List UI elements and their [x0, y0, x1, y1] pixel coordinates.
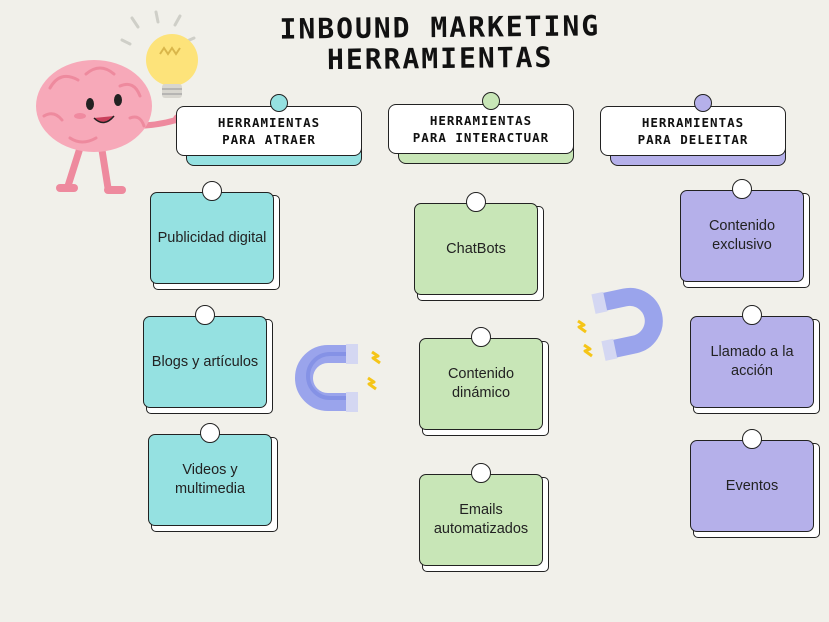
header-line-1: HERRAMIENTAS — [217, 115, 321, 130]
note-label: Publicidad digital — [157, 229, 267, 246]
note-eventos: Eventos — [690, 429, 820, 538]
header-interactuar: HERRAMIENTAS PARA INTERACTUAR — [388, 92, 574, 164]
magnet-icon — [295, 344, 381, 412]
note-label: Emails automatizados — [433, 502, 529, 537]
title-line-1: INBOUND MARKETING — [279, 9, 601, 46]
note-llamado-accion: Llamado a la acción — [690, 305, 820, 414]
header-line-1: HERRAMIENTAS — [641, 115, 745, 130]
magnet-icon — [577, 287, 663, 361]
note-label: ChatBots — [446, 240, 506, 257]
pin-icon — [471, 463, 491, 483]
pin-icon — [471, 327, 491, 347]
header-card: HERRAMIENTAS PARA ATRAER — [176, 106, 362, 156]
note-chatbots: ChatBots — [414, 192, 544, 301]
header-deleitar: HERRAMIENTAS PARA DELEITAR — [600, 94, 786, 166]
header-atraer: HERRAMIENTAS PARA ATRAER — [176, 94, 362, 166]
note-blogs-articulos: Blogs y artículos — [143, 305, 273, 414]
pin-icon — [202, 181, 222, 201]
header-line-2: PARA INTERACTUAR — [412, 130, 550, 145]
pin-icon — [200, 423, 220, 443]
note-publicidad-digital: Publicidad digital — [150, 181, 280, 290]
header-dot — [482, 92, 500, 110]
note-label: Videos y multimedia — [174, 462, 246, 497]
header-dot — [694, 94, 712, 112]
note-label: Llamado a la acción — [710, 344, 794, 379]
note-contenido-dinamico: Contenido dinámico — [419, 327, 549, 436]
note-contenido-exclusivo: Contenido exclusivo — [680, 179, 810, 288]
title-line-2: HERRAMIENTAS — [326, 40, 554, 77]
brain-mascot-icon — [36, 10, 198, 194]
note-label: Blogs y artículos — [151, 353, 259, 370]
header-card: HERRAMIENTAS PARA DELEITAR — [600, 106, 786, 156]
header-card: HERRAMIENTAS PARA INTERACTUAR — [388, 104, 574, 154]
note-label: Eventos — [725, 477, 779, 494]
pin-icon — [195, 305, 215, 325]
header-line-1: HERRAMIENTAS — [429, 113, 533, 128]
page-title: INBOUND MARKETING HERRAMIENTAS — [250, 9, 631, 77]
header-line-2: PARA DELEITAR — [637, 132, 749, 147]
pin-icon — [742, 429, 762, 449]
note-label: Contenido exclusivo — [708, 218, 776, 253]
note-videos-multimedia: Videos y multimedia — [148, 423, 278, 532]
pin-icon — [742, 305, 762, 325]
note-emails-automatizados: Emails automatizados — [419, 463, 549, 572]
pin-icon — [732, 179, 752, 199]
note-label: Contenido dinámico — [447, 366, 515, 401]
header-line-2: PARA ATRAER — [222, 132, 316, 147]
header-dot — [270, 94, 288, 112]
pin-icon — [466, 192, 486, 212]
